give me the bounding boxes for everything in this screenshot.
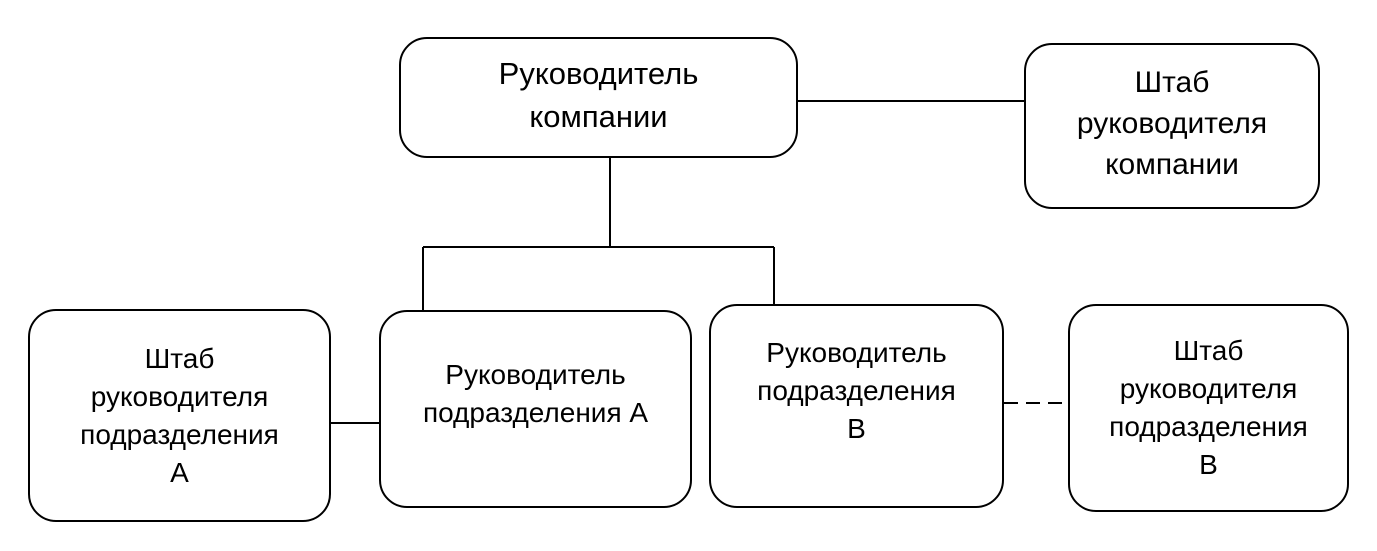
division-a-staff-box: Штаб руководителя подразделения А [28,309,331,522]
division-b-staff-label: Штаб руководителя подразделения В [1109,335,1308,480]
company-head-label: Руководитель компании [498,55,699,134]
division-a-head-label: Руководитель подразделения А [422,359,649,428]
company-head-box: Руководитель компании [399,37,798,158]
division-a-staff-label: Штаб руководителя подразделения А [80,342,279,488]
division-b-head-label: Руководитель подразделения В [757,337,956,444]
division-b-head-box: Руководитель подразделения В [709,304,1004,508]
company-staff-box: Штаб руководителя компании [1024,43,1320,209]
division-b-staff-box: Штаб руководителя подразделения В [1068,304,1349,512]
company-staff-label: Штаб руководителя компании [1076,65,1268,181]
division-a-head-box: Руководитель подразделения А [379,310,692,508]
